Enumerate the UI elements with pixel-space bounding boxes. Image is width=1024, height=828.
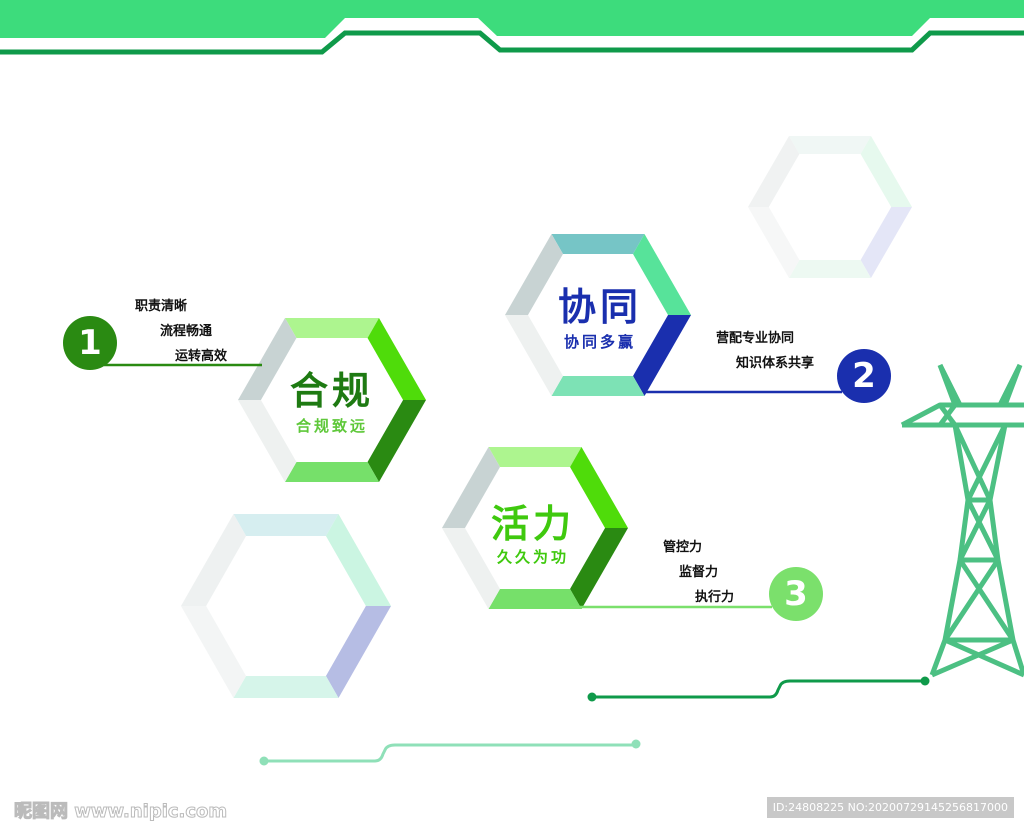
hexagon-segment: [325, 606, 391, 698]
hexagon-segment: [181, 606, 247, 698]
hexagon-segment: [285, 462, 379, 482]
block1-subtitle: 合规致远: [295, 417, 369, 435]
hexagon-segment: [551, 234, 645, 254]
block2-item: 营配专业协同: [716, 331, 795, 346]
hexagon-decor-small: [748, 136, 912, 278]
hexagon-segment: [633, 234, 691, 315]
circuit-line-light: [259, 739, 641, 766]
hexagon-segment: [789, 136, 871, 154]
block2-item: 知识体系共享: [736, 356, 815, 371]
hexagon-segment: [233, 514, 339, 536]
block2-subtitle: 协同多赢: [563, 333, 637, 351]
hexagon-compliance: [238, 318, 426, 482]
hexagon-segment: [505, 234, 563, 315]
hexagon-segment: [748, 136, 800, 207]
number-badge-3: 3: [769, 567, 823, 621]
hexagon-segment: [238, 318, 297, 400]
hexagon-segment: [570, 447, 628, 528]
number-badge-1: 1: [63, 316, 117, 370]
hexagon-segment: [860, 136, 912, 207]
block1-item: 流程畅通: [160, 324, 213, 339]
hexagon-segment: [570, 528, 628, 609]
top-banner-line: [0, 30, 1024, 55]
hexagon-segment: [233, 676, 339, 698]
watermark-id: ID:24808225 NO:20200729145256817000: [766, 797, 1014, 818]
hexagon-segment: [181, 514, 247, 606]
hexagon-segment: [748, 207, 800, 278]
hexagon-segment: [860, 207, 912, 278]
block1-item: 运转高效: [175, 349, 228, 364]
block3-item: 执行力: [695, 590, 735, 605]
circuit-line-dark: [587, 676, 930, 702]
block2-title: 协同: [557, 285, 643, 329]
block3-subtitle: 久久为功: [496, 548, 570, 566]
hexagon-synergy: [505, 234, 691, 396]
hexagon-segment: [238, 400, 297, 482]
hexagon-segment: [285, 318, 379, 338]
hexagon-segment: [551, 376, 645, 396]
hexagon-segment: [442, 528, 500, 609]
number-badge-2: 2: [837, 349, 891, 403]
hexagon-vitality: [442, 447, 628, 609]
hexagon-decor-large: [181, 514, 391, 698]
power-tower-icon: [900, 363, 1024, 678]
block3-item: 监督力: [679, 565, 719, 580]
block1-title: 合规: [289, 369, 375, 413]
hexagon-segment: [325, 514, 391, 606]
hexagon-segment: [633, 315, 691, 396]
hexagon-segment: [442, 447, 500, 528]
hexagon-segment: [367, 400, 426, 482]
block3-title: 活力: [490, 502, 576, 546]
hexagon-segment: [789, 260, 871, 278]
watermark-site: 昵图网 www.nipic.com: [13, 801, 228, 823]
hexagon-segment: [488, 447, 582, 467]
hexagon-segment: [488, 589, 582, 609]
top-banner: [0, 0, 1024, 38]
hexagon-segment: [367, 318, 426, 400]
block1-item: 职责清晰: [135, 299, 188, 314]
block3-item: 管控力: [663, 540, 703, 555]
hexagon-segment: [505, 315, 563, 396]
